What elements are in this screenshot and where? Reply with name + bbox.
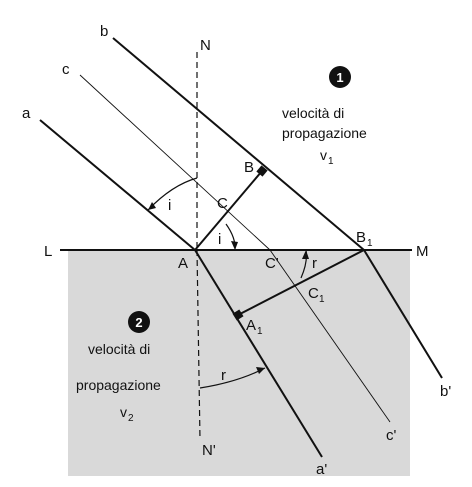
label-angle-i-lower: i bbox=[218, 231, 221, 248]
label-point-B1: B bbox=[356, 229, 366, 246]
label-interface-left: L bbox=[44, 243, 52, 260]
medium-2-line2: propagazione bbox=[76, 377, 161, 393]
label-ray-c: c bbox=[62, 61, 70, 78]
medium-2-line1: velocità di bbox=[88, 341, 150, 357]
right-angle-marker-A1 bbox=[232, 309, 244, 321]
arrowhead-i-lower bbox=[231, 241, 238, 250]
ray-b-incident bbox=[112, 37, 365, 251]
label-normal-top: N bbox=[200, 37, 211, 54]
wavefront-refracted bbox=[237, 249, 365, 316]
ray-a-refracted bbox=[194, 249, 323, 458]
label-angle-i-upper: i bbox=[168, 197, 171, 214]
medium-1-velocity-sub: 1 bbox=[328, 156, 334, 167]
medium-2-velocity: v bbox=[120, 404, 127, 420]
arrowhead-r-lower bbox=[256, 367, 265, 374]
arrowhead-i-upper bbox=[148, 202, 156, 210]
ray-c-refracted bbox=[269, 249, 391, 423]
label-ray-a: a bbox=[22, 105, 31, 122]
label-point-C: C bbox=[217, 195, 228, 212]
label-ray-b: b bbox=[100, 23, 108, 40]
medium-1-velocity: v bbox=[320, 147, 327, 163]
medium-2-velocity-sub: 2 bbox=[128, 413, 134, 424]
label-point-A: A bbox=[178, 255, 188, 272]
label-point-C1-sub: 1 bbox=[319, 294, 325, 305]
label-point-B1-sub: 1 bbox=[367, 238, 373, 249]
medium-2-badge-number: 2 bbox=[135, 315, 142, 330]
ray-a-incident bbox=[39, 119, 196, 251]
label-point-C1: C bbox=[308, 285, 319, 302]
label-ray-c-prime: c' bbox=[386, 427, 397, 444]
medium-1-line1: velocità di bbox=[282, 105, 344, 121]
label-angle-r-upper: r bbox=[312, 255, 317, 272]
label-point-B: B bbox=[244, 159, 254, 176]
label-ray-b-prime: b' bbox=[440, 383, 451, 400]
label-point-A1-sub: 1 bbox=[257, 326, 263, 337]
medium-1-badge bbox=[329, 66, 351, 88]
label-normal-bottom: N' bbox=[202, 442, 216, 459]
ray-c-incident bbox=[79, 74, 271, 251]
normal-lower bbox=[196, 249, 201, 441]
right-angle-marker-B bbox=[256, 165, 268, 177]
label-interface-right: M bbox=[416, 243, 429, 260]
medium-1-badge-number: 1 bbox=[336, 70, 343, 85]
angle-arc-i-upper bbox=[147, 177, 198, 211]
lower-medium bbox=[68, 250, 410, 476]
wavefront-incident bbox=[194, 170, 263, 251]
label-ray-a-prime: a' bbox=[316, 461, 327, 478]
label-point-C-prime: C' bbox=[265, 255, 279, 272]
label-angle-r-lower: r bbox=[221, 367, 226, 384]
label-point-A1: A bbox=[246, 317, 256, 334]
arrowhead-r-upper bbox=[302, 250, 309, 259]
medium-2-badge bbox=[128, 311, 150, 333]
ray-b-refracted bbox=[363, 249, 443, 379]
medium-1-line2: propagazione bbox=[282, 125, 367, 141]
